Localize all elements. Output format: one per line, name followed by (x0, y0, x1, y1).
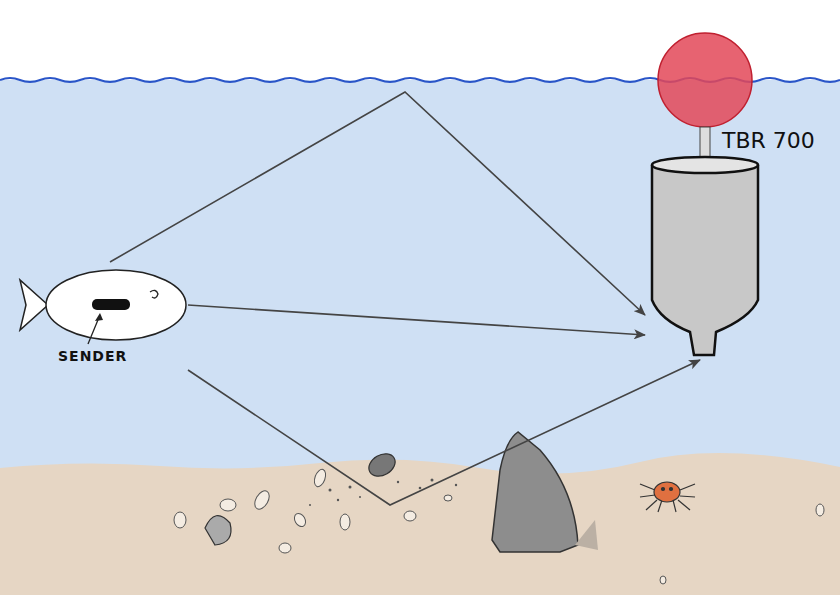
signal-path (110, 92, 645, 315)
sender-label: SENDER (58, 348, 127, 364)
signal-path (188, 360, 700, 505)
sender-tag (92, 299, 130, 310)
rock-shadow (575, 520, 598, 550)
receiver-node: TBR 700 (645, 126, 819, 360)
shells (205, 449, 399, 545)
signal-path (188, 305, 645, 335)
leader-arrowhead (95, 313, 103, 321)
receiver-top (652, 157, 758, 173)
sand-grains (309, 479, 457, 507)
fish-node: SENDER (18, 262, 188, 374)
seabed (0, 453, 840, 595)
fish-body (46, 270, 186, 340)
fish-tail (20, 280, 48, 330)
rock (492, 432, 578, 552)
receiver-body (652, 165, 758, 355)
buoy (658, 33, 752, 127)
water (0, 80, 840, 475)
receiver-label: TBR 700 (722, 128, 815, 153)
crab (640, 482, 695, 512)
fish-eye (150, 290, 158, 298)
